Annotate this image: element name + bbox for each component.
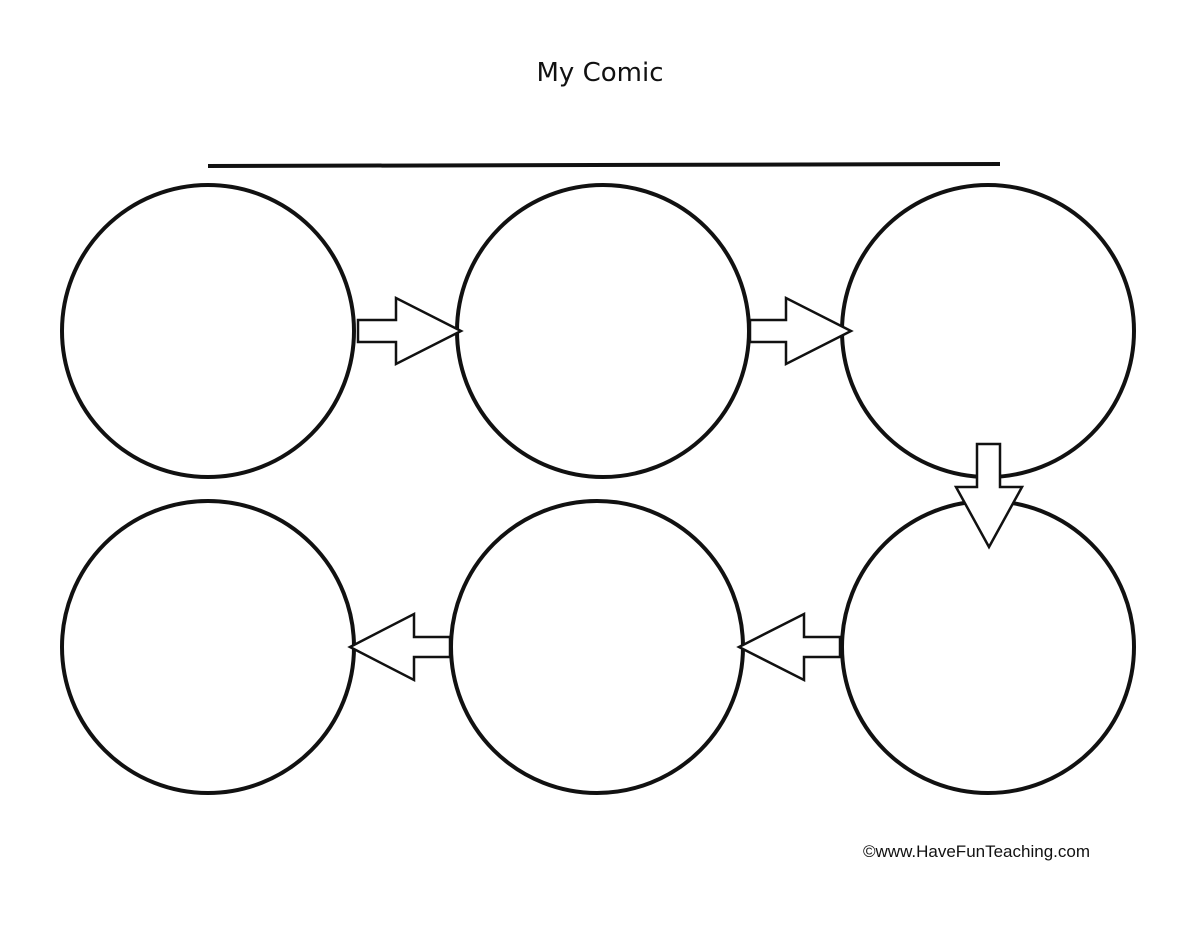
arrow-down-icon <box>953 442 1025 550</box>
comic-panel-1[interactable] <box>60 183 356 479</box>
comic-panel-2[interactable] <box>455 183 751 479</box>
comic-panel-3[interactable] <box>840 183 1136 479</box>
comic-panel-5[interactable] <box>449 499 745 795</box>
arrow-right-icon <box>748 295 854 367</box>
arrow-left-icon <box>347 611 452 683</box>
arrow-right-icon <box>356 295 464 367</box>
copyright-credit: ©www.HaveFunTeaching.com <box>862 842 1090 861</box>
comic-panel-6[interactable] <box>60 499 356 795</box>
page-title: My Comic <box>536 58 664 88</box>
arrow-left-icon <box>736 611 842 683</box>
title-writing-line[interactable] <box>207 162 1001 168</box>
